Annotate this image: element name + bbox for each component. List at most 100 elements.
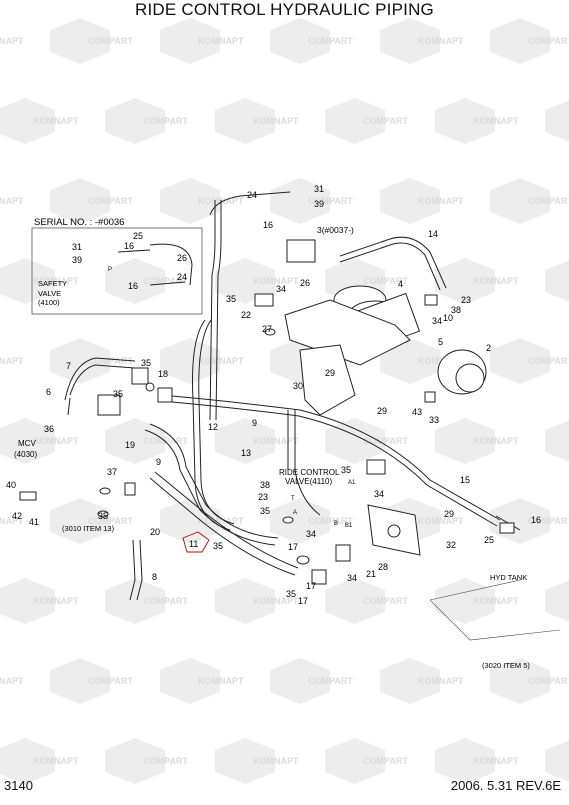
- watermark-text: COMPART: [88, 36, 133, 46]
- callout-c38b: 38: [260, 480, 270, 490]
- callout-numbers: 2431391614423381034254333302929262234352…: [6, 184, 541, 606]
- watermark-layer: KOMNAPT COMPART KOMNAPT COMPART KOMNAPT COMPA…: [0, 18, 569, 784]
- watermark-text: KOMNAPT: [0, 196, 24, 206]
- watermark-hex: [50, 18, 110, 64]
- watermark-hex: [215, 258, 275, 304]
- watermark-hex: [380, 178, 440, 224]
- watermark-text: COMPART: [88, 196, 133, 206]
- callout-c30: 30: [293, 381, 303, 391]
- callout-c10: 10: [443, 313, 453, 323]
- watermark-text: KOMNAPT: [253, 596, 299, 606]
- callout-c9b: 9: [156, 457, 161, 467]
- port-b: B: [334, 521, 338, 527]
- callout-c16d: 16: [531, 515, 541, 525]
- watermark-hex: [160, 18, 220, 64]
- watermark-hex: [490, 178, 550, 224]
- callout-c4: 4: [398, 279, 403, 289]
- watermark-hex: [490, 658, 550, 704]
- watermark-hex: [0, 578, 55, 624]
- port-p: P: [108, 267, 112, 273]
- watermark-hex: [160, 338, 220, 384]
- mcv-label: (4030): [14, 450, 37, 459]
- callout-c23: 23: [461, 295, 471, 305]
- pipe-lines: [64, 191, 521, 601]
- watermark-hex: [325, 98, 385, 144]
- watermark-text: KOMNAPT: [0, 356, 24, 366]
- watermark-text: COMPART: [308, 676, 353, 686]
- callout-c34e: 34: [374, 489, 384, 499]
- watermark-hex: [545, 580, 569, 622]
- callout-c34a: 34: [432, 316, 442, 326]
- watermark-text: COMPART: [528, 36, 569, 46]
- callout-c40: 40: [6, 480, 16, 490]
- hyd-tank-label: HYD TANK: [490, 573, 527, 582]
- serial-37-label: 3(#0037-): [317, 225, 354, 235]
- watermark-text: COMPART: [88, 516, 133, 526]
- watermark-hex: [490, 18, 550, 64]
- watermark-text: KOMNAPT: [253, 436, 299, 446]
- callout-c37: 37: [107, 467, 117, 477]
- callout-c19: 19: [125, 440, 135, 450]
- watermark-text: KOMNAPT: [0, 516, 24, 526]
- callout-c33: 33: [429, 415, 439, 425]
- callout-c12: 12: [208, 422, 218, 432]
- watermark-hex: [105, 98, 165, 144]
- watermark-hex: [105, 258, 165, 304]
- watermark-text: COMPART: [528, 356, 569, 366]
- watermark-text: KOMNAPT: [253, 756, 299, 766]
- serial-inset-box: [31, 227, 203, 315]
- callout-c2: 2: [486, 343, 491, 353]
- callout-c27: 27: [262, 324, 272, 334]
- watermark-hex: [215, 578, 275, 624]
- callout-c34d: 34: [347, 573, 357, 583]
- watermark-hex: [435, 418, 495, 464]
- watermark-text: KOMNAPT: [33, 596, 79, 606]
- watermark-hex: [325, 418, 385, 464]
- callout-c23b: 23: [258, 492, 268, 502]
- watermark-hex: [270, 498, 330, 544]
- watermark-text: COMPART: [88, 356, 133, 366]
- serial-heading: SERIAL NO. : -#0036: [34, 217, 124, 228]
- watermark-text: COMPART: [363, 116, 408, 126]
- port-t: T: [291, 496, 295, 502]
- callout-c15: 15: [460, 475, 470, 485]
- callout-c25a: 25: [133, 231, 143, 241]
- watermark-text: KOMNAPT: [0, 36, 24, 46]
- callout-c35g: 35: [286, 589, 296, 599]
- watermark-hex: [490, 338, 550, 384]
- callout-c16a: 16: [263, 220, 273, 230]
- safety-valve-label: SAFETY: [38, 279, 67, 288]
- callout-c20: 20: [150, 527, 160, 537]
- watermark-text: COMPART: [143, 436, 188, 446]
- watermark-text: COMPART: [88, 676, 133, 686]
- callout-c35b: 35: [141, 358, 151, 368]
- watermark-text: KOMNAPT: [473, 276, 519, 286]
- valve-blocks: [97, 239, 421, 556]
- watermark-hex: [215, 418, 275, 464]
- watermark-text: KOMNAPT: [473, 596, 519, 606]
- callout-c41: 41: [29, 517, 39, 527]
- callout-c35c: 35: [113, 389, 123, 399]
- watermark-hex: [215, 98, 275, 144]
- watermark-text: KOMNAPT: [473, 116, 519, 126]
- watermark-text: COMPART: [308, 516, 353, 526]
- callout-c17c: 17: [298, 596, 308, 606]
- callout-c43: 43: [412, 407, 422, 417]
- callout-c28: 28: [378, 562, 388, 572]
- watermark-hex: [50, 178, 110, 224]
- page-title: RIDE CONTROL HYDRAULIC PIPING: [135, 0, 434, 19]
- callout-c26: 26: [300, 278, 310, 288]
- callout-c38: 38: [451, 305, 461, 315]
- date-revision: 2006. 5.31 REV.6E: [450, 778, 561, 793]
- callout-c35f: 35: [260, 506, 270, 516]
- callout-c17a: 17: [288, 542, 298, 552]
- callout-c29b: 29: [377, 406, 387, 416]
- item5-ref: (3020 ITEM 5): [482, 661, 530, 670]
- callout-c32: 32: [446, 540, 456, 550]
- watermark-hex: [0, 258, 55, 304]
- watermark-hex: [105, 738, 165, 784]
- callout-c24a: 24: [247, 190, 257, 200]
- watermark-hex: [215, 738, 275, 784]
- callout-c35d: 35: [98, 511, 108, 521]
- watermark-text: KOMNAPT: [253, 276, 299, 286]
